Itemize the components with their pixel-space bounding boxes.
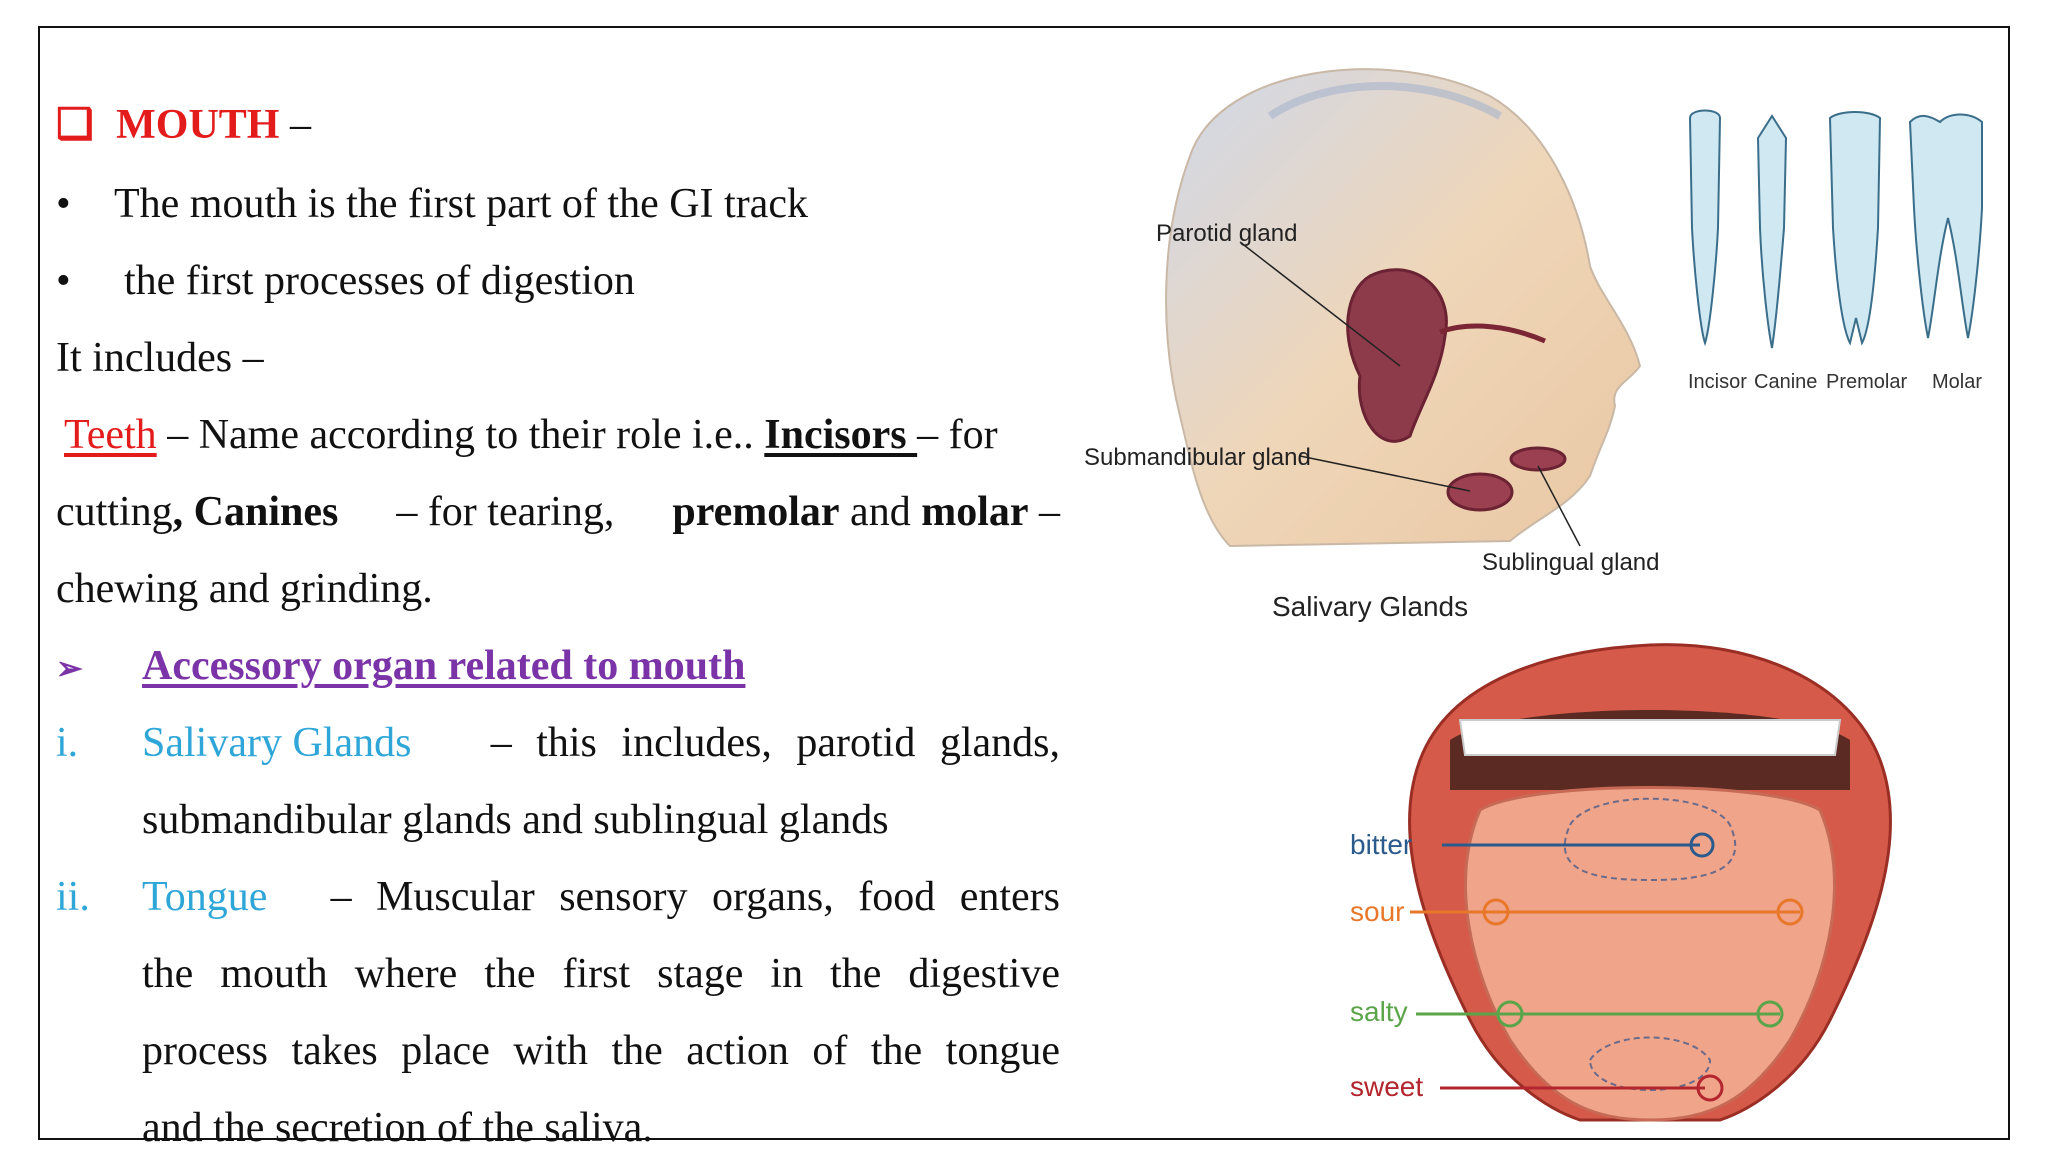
parotid-duct [1439,323,1546,344]
heading-title: MOUTH [116,102,280,148]
upper-teeth [1458,719,1842,756]
teeth-text-1: – Name according to their role i.e.. [156,412,765,458]
canines-label: , Canines [172,489,339,535]
salivary-desc-2: submandibular glands and sublingual glan… [142,797,889,843]
submandibular-leader-line [1299,455,1471,492]
item-tongue-line-1: Tongue – Muscular sensory organs, food e… [142,876,1060,918]
salty-label: salty [1350,996,1408,1027]
bitter-marker [1689,832,1715,858]
submandibular-gland-shape [1446,472,1514,512]
teeth-tearing: – for tearing, [396,489,615,535]
molar-label: Molar [1932,371,1982,393]
sour-marker-right [1776,898,1804,926]
premolar-label: Premolar [1826,371,1907,393]
tongue-desc-2: the mouth where the first stage in the d… [142,951,1060,997]
sweet-label: sweet [1350,1071,1423,1102]
salivary-glands-figure: Parotid gland Submandibular gland Sublin… [1084,68,1659,622]
accessory-heading: ➢ Accessory organ related to mouth [56,645,745,687]
premolar-icon [1828,111,1882,346]
sour-label: sour [1350,896,1404,927]
tongue-shape [1464,786,1836,1122]
tongue-taste-map-figure: bitter sour salty sweet [1350,643,1892,1122]
tongue-desc-3: process takes place with the action of t… [142,1028,1060,1074]
accessory-title: Accessory organ related to mouth [142,643,746,689]
teeth-and: and [839,489,922,535]
sweet-zone [1588,1036,1712,1091]
heading-dash: – [279,102,311,148]
sublingual-label: Sublingual gland [1482,549,1659,576]
mouth-heading: ❑ MOUTH – [56,104,311,146]
salivary-caption: Salivary Glands [1272,591,1468,622]
hair-strands [1267,82,1502,120]
bullet-mark: • [56,181,71,227]
incisors-label: Incisors [764,412,918,458]
tongue-desc-4: and the secretion of the saliva. [142,1105,653,1151]
incisor-label: Incisor [1688,371,1747,393]
parotid-label: Parotid gland [1156,220,1297,247]
sublingual-leader-line [1537,465,1581,547]
salivary-desc-1: – this includes, parotid glands, [490,720,1060,766]
teeth-link: Teeth [64,412,157,458]
bullet-text: The mouth is the first part of the GI tr… [114,181,808,227]
bullet-item: • the first processes of digestion [56,258,635,304]
molar-label: molar [921,489,1029,535]
sublingual-gland-shape [1509,446,1567,472]
includes-line: It includes – [56,335,264,381]
incisor-icon [1688,109,1722,347]
teeth-figure: Incisor Canine Premolar Molar [1688,109,1983,393]
teeth-line-1: Teeth – Name according to their role i.e… [64,414,998,456]
sweet-marker [1696,1074,1724,1102]
tongue-desc-1: – Muscular sensory organs, food enters [330,874,1060,920]
arrow-bullet: ➢ [56,650,83,686]
teeth-line-2: cutting, Canines – for tearing, premolar… [56,491,1060,533]
bitter-zone [1563,797,1737,882]
item-number: ii. [56,874,90,920]
bitter-label: bitter [1350,829,1412,860]
bullet-text: the first processes of digestion [124,258,635,304]
submandibular-label: Submandibular gland [1084,444,1311,471]
tongue-label: Tongue [142,874,268,920]
parotid-leader-line [1239,241,1401,367]
teeth-dash: – [1028,489,1060,535]
teeth-cutting: cutting [56,489,173,535]
salty-marker-left [1496,1000,1524,1028]
teeth-text-2: – for [917,412,998,458]
canine-label: Canine [1754,371,1817,393]
teeth-line-3: chewing and grinding. [56,566,433,612]
parotid-gland-shape [1346,268,1448,443]
bullet-mark: • [56,258,71,304]
salivary-glands-label: Salivary Glands [142,720,412,766]
slide-frame [38,26,2010,1140]
sour-marker-left [1482,898,1510,926]
molar-icon [1908,113,1983,339]
canine-icon [1756,114,1788,349]
salty-marker-right [1756,1000,1784,1028]
heading-bullet: ❑ [56,102,94,148]
bullet-item: • The mouth is the first part of the GI … [56,181,808,227]
item-number: i. [56,720,79,766]
item-salivary-line-1: Salivary Glands – this includes, parotid… [142,722,1060,764]
premolar-label: premolar [672,489,840,535]
